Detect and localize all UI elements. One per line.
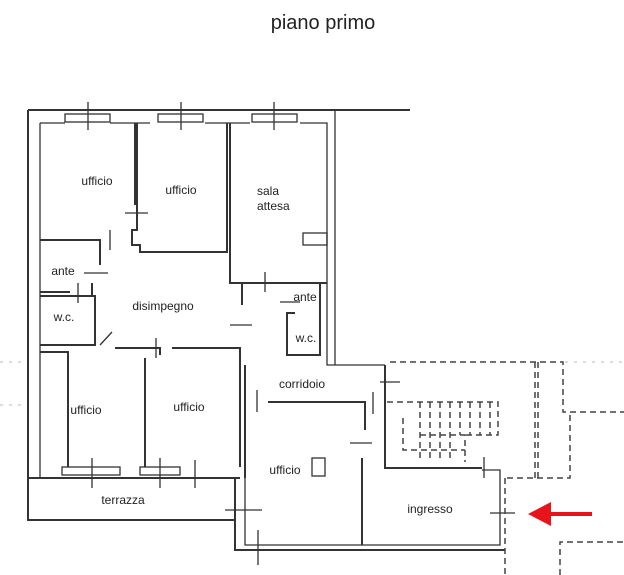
room-label-ingresso: ingresso xyxy=(407,502,453,516)
context-lines xyxy=(0,361,624,406)
room-label-ufficio: ufficio xyxy=(165,183,196,197)
room-label-sala: sala xyxy=(257,184,279,198)
room-label-disimpegno: disimpegno xyxy=(132,299,194,313)
room-label-ufficio: ufficio xyxy=(81,174,112,188)
staircase xyxy=(387,361,624,575)
room-label-wc: w.c. xyxy=(53,310,75,324)
room-labels: ufficio ufficio sala attesa ante w.c. di… xyxy=(51,174,453,516)
outer-walls xyxy=(27,109,505,551)
room-label-ante: ante xyxy=(293,290,317,304)
arrow-left-icon xyxy=(528,502,592,526)
plan-title: piano primo xyxy=(270,12,376,34)
room-label-ante: ante xyxy=(51,264,75,278)
room-label-ufficio: ufficio xyxy=(70,403,101,417)
windows xyxy=(61,102,515,565)
room-label-attesa: attesa xyxy=(257,199,290,213)
room-label-corridoio: corridoio xyxy=(279,377,325,391)
room-label-terrazza: terrazza xyxy=(101,493,145,507)
interior-walls xyxy=(40,123,485,545)
room-label-wc: w.c. xyxy=(295,331,317,345)
room-label-ufficio: ufficio xyxy=(269,463,300,477)
room-label-ufficio: ufficio xyxy=(173,400,204,414)
